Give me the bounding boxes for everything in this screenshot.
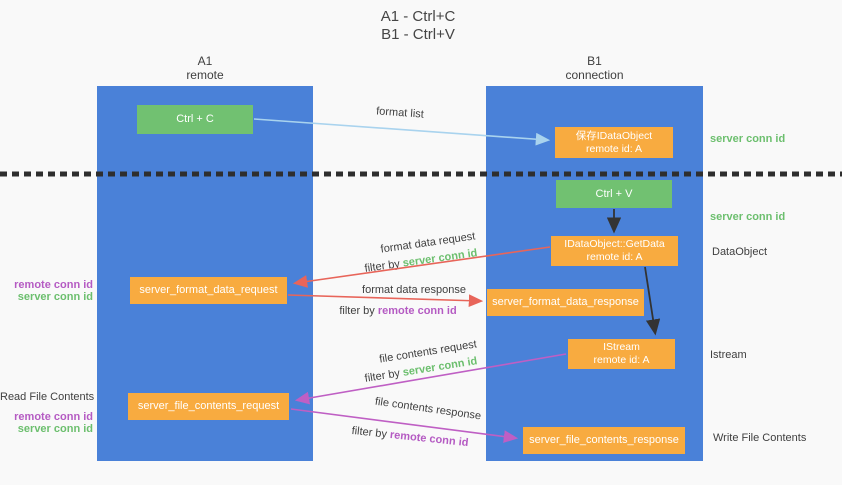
node-ctrl-v: Ctrl + V <box>556 180 672 208</box>
node-save-idataobject-line1: 保存IDataObject <box>575 129 653 142</box>
right-server-conn-id-1: server conn id <box>710 133 786 145</box>
title-line-2: B1 - Ctrl+V <box>381 26 455 43</box>
read-file-contents-label: Read File Contents <box>0 391 95 403</box>
node-istream-line1: IStream <box>603 341 640 353</box>
column-a-name: A1 <box>197 54 213 68</box>
node-file-request-label: server_file_contents_request <box>137 400 280 412</box>
node-ctrl-v-label: Ctrl + V <box>595 187 633 200</box>
node-format-response-label: server_format_data_response <box>492 296 639 308</box>
node-server-format-data-response: server_format_data_response <box>487 289 644 316</box>
istream-label: Istream <box>710 349 747 361</box>
filter-by-text-4: filter by <box>351 424 391 441</box>
filter-by-text-1: filter by <box>363 257 404 275</box>
edge-label-filter-remote-1: filter by remote conn id <box>339 305 456 317</box>
node-istream: IStream remote id: A <box>568 339 675 369</box>
left-conn-id-labels-format: remote conn id server conn id <box>0 279 93 303</box>
node-server-file-contents-request: server_file_contents_request <box>128 393 289 420</box>
edge-label-format-list: format list <box>375 105 425 121</box>
column-b-role: connection <box>565 68 624 82</box>
node-getdata-line1: IDataObject::GetData <box>564 238 665 250</box>
node-server-format-data-request: server_format_data_request <box>130 277 287 304</box>
filter-by-text-2: filter by <box>339 305 378 317</box>
filter-by-text-3: filter by <box>363 366 404 385</box>
node-save-idataobject-line2: remote id: A <box>585 142 643 155</box>
dataobject-label: DataObject <box>712 246 768 258</box>
node-ctrl-c: Ctrl + C <box>137 105 253 134</box>
diagram-title: A1 - Ctrl+C B1 - Ctrl+V <box>318 8 518 44</box>
node-getdata-line2: remote id: A <box>586 251 643 263</box>
node-ctrl-c-label: Ctrl + C <box>176 113 214 125</box>
edge-label-format-data-response: format data response <box>362 284 466 296</box>
left-remote-conn-id-1: remote conn id <box>14 279 93 291</box>
node-istream-line2: remote id: A <box>593 354 650 366</box>
node-format-request-label: server_format_data_request <box>139 284 278 296</box>
column-a-role: remote <box>186 68 224 82</box>
column-a-header: A1 remote <box>97 54 313 82</box>
edge-label-filter-remote-2: filter by remote conn id <box>351 425 469 449</box>
left-conn-id-labels-file: remote conn id server conn id <box>0 411 93 435</box>
node-file-response-label: server_file_contents_response <box>529 434 679 446</box>
left-remote-conn-id-2: remote conn id <box>14 411 93 423</box>
write-file-contents-label: Write File Contents <box>713 432 807 444</box>
filter-remote-conn-id-1: remote conn id <box>377 305 457 317</box>
node-idataobject-getdata: IDataObject::GetData remote id: A <box>551 236 678 266</box>
column-b-header: B1 connection <box>486 54 703 82</box>
right-server-conn-id-2: server conn id <box>710 211 786 223</box>
column-b-name: B1 <box>587 54 602 68</box>
left-server-conn-id-2: server conn id <box>17 423 93 435</box>
node-server-file-contents-response: server_file_contents_response <box>523 427 685 454</box>
title-line-1: A1 - Ctrl+C <box>380 8 456 25</box>
node-save-idataobject: 保存IDataObject remote id: A <box>555 127 673 158</box>
filter-remote-conn-id-2: remote conn id <box>389 428 469 450</box>
edge-label-file-contents-response: file contents response <box>374 395 482 423</box>
left-server-conn-id-1: server conn id <box>17 291 93 303</box>
